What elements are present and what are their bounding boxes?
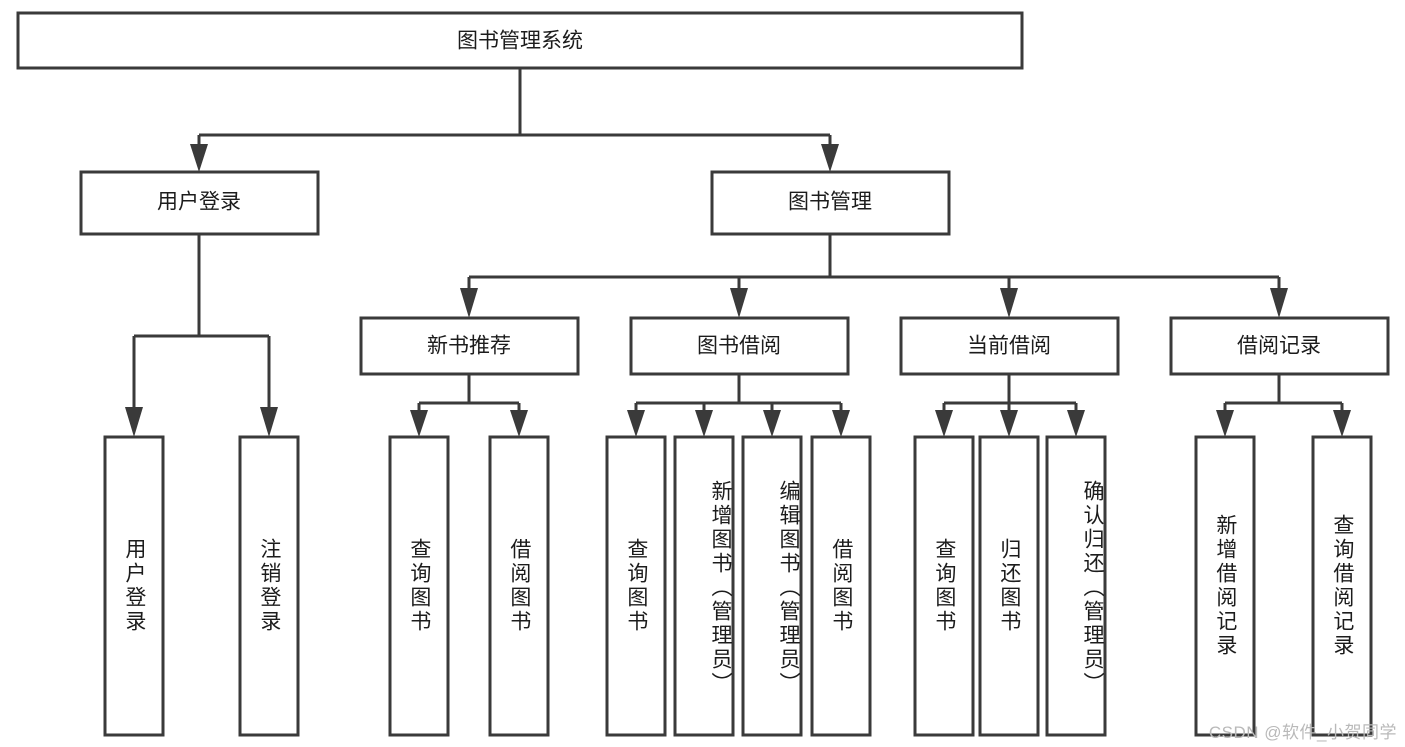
- node-book-borrow-label: 图书借阅: [697, 335, 781, 358]
- node-borrow-record-label: 借阅记录: [1237, 335, 1321, 358]
- node-root-label: 图书管理系统: [457, 30, 583, 53]
- leaf-node-borrowrecord-query[interactable]: [1311, 435, 1373, 737]
- arrow-head-icon: [730, 288, 748, 318]
- arrow-head-icon: [832, 410, 850, 437]
- leaf-node-bookborrow-borrow[interactable]: [810, 435, 872, 737]
- arrow-head-icon: [627, 410, 645, 437]
- node-current-borrow[interactable]: 当前借阅: [899, 316, 1120, 376]
- arrow-head-icon: [190, 144, 208, 172]
- node-current-borrow-label: 当前借阅: [967, 335, 1051, 358]
- leaf-node-currentborrow-query[interactable]: [913, 435, 975, 737]
- connector-borrowrecord-to-leaves: [1216, 374, 1351, 437]
- node-new-book-recommend[interactable]: 新书推荐: [359, 316, 580, 376]
- leaf-node-newbook-borrow[interactable]: [488, 435, 550, 737]
- arrow-head-icon: [1270, 288, 1288, 318]
- arrow-head-icon: [510, 410, 528, 437]
- arrow-head-icon: [1216, 410, 1234, 437]
- connector-bookborrow-to-leaves: [627, 374, 850, 437]
- arrow-head-icon: [763, 410, 781, 437]
- watermark-text: CSDN @软件_小贺同学: [1208, 723, 1397, 742]
- arrow-head-icon: [410, 410, 428, 437]
- connector-newbook-to-leaves: [410, 374, 528, 437]
- arrow-head-icon: [1000, 288, 1018, 318]
- arrow-head-icon: [821, 144, 839, 172]
- arrow-head-icon: [460, 288, 478, 318]
- arrow-head-icon: [1333, 410, 1351, 437]
- leaf-node-user-login-login[interactable]: [103, 435, 165, 737]
- connector-userlogin-to-leaves: [125, 234, 278, 437]
- connector-root-to-level2: [190, 68, 839, 172]
- leaf-node-newbook-query[interactable]: [388, 435, 450, 737]
- node-new-book-recommend-label: 新书推荐: [427, 335, 511, 358]
- node-book-management-label: 图书管理: [788, 191, 872, 214]
- node-root-system[interactable]: 图书管理系统: [16, 11, 1024, 70]
- leaf-node-borrowrecord-add[interactable]: [1194, 435, 1256, 737]
- leaf-node-currentborrow-confirm[interactable]: [1045, 435, 1107, 737]
- node-user-login[interactable]: 用户登录: [79, 170, 320, 236]
- leaf-node-bookborrow-add[interactable]: [673, 435, 735, 737]
- leaf-node-bookborrow-query[interactable]: [605, 435, 667, 737]
- arrow-head-icon: [260, 407, 278, 437]
- node-book-borrow[interactable]: 图书借阅: [629, 316, 850, 376]
- node-borrow-record[interactable]: 借阅记录: [1169, 316, 1390, 376]
- connector-bookmgmt-to-level3: [460, 233, 1288, 318]
- node-book-management[interactable]: 图书管理: [710, 170, 951, 236]
- arrow-head-icon: [125, 407, 143, 437]
- leaf-node-bookborrow-edit[interactable]: [741, 435, 803, 737]
- arrow-head-icon: [695, 410, 713, 437]
- connector-currentborrow-to-leaves: [935, 374, 1085, 437]
- arrow-head-icon: [1067, 410, 1085, 437]
- leaf-node-currentborrow-return[interactable]: [978, 435, 1040, 737]
- arrow-head-icon: [1000, 410, 1018, 437]
- arrow-head-icon: [935, 410, 953, 437]
- leaf-node-user-login-logout[interactable]: [238, 435, 300, 737]
- node-user-login-label: 用户登录: [157, 191, 241, 214]
